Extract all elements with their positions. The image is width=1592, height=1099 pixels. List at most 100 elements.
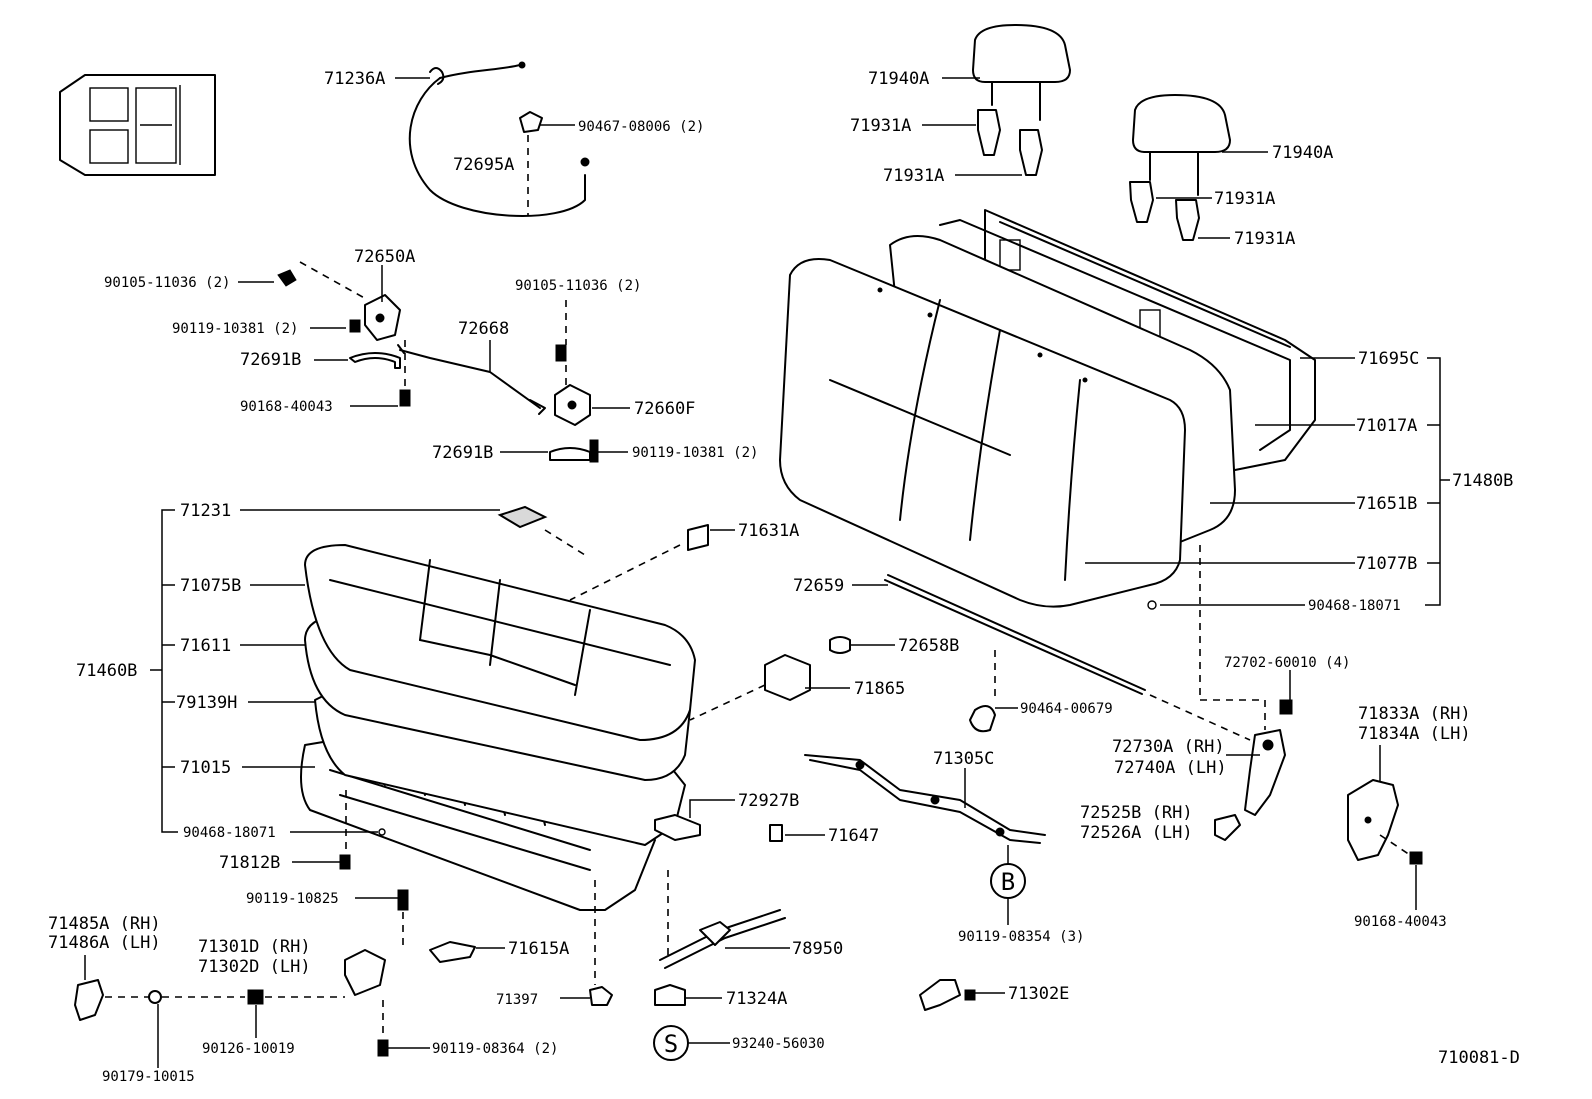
diagram-id: 710081-D — [1438, 1048, 1520, 1068]
label-71301d: 71301D (RH) — [198, 937, 311, 957]
label-71631a: 71631A — [738, 521, 799, 541]
label-90168-40043-a: 90168-40043 — [240, 399, 333, 415]
label-72525b: 72525B (RH) — [1080, 803, 1193, 823]
lock-72660f — [549, 300, 599, 463]
label-93240-56030: 93240-56030 — [732, 1036, 825, 1052]
label-71017a: 71017A — [1356, 416, 1417, 436]
clip-90464-00679 — [969, 650, 996, 733]
strap-78950 — [659, 870, 786, 969]
cap-71647 — [769, 824, 783, 842]
label-71611: 71611 — [180, 636, 231, 656]
label-79139h: 79139H — [176, 693, 237, 713]
label-71305c: 71305C — [933, 749, 994, 769]
label-71397: 71397 — [496, 992, 538, 1008]
label-72927b: 72927B — [738, 791, 799, 811]
label-90168-40043-b: 90168-40043 — [1354, 914, 1447, 930]
label-90105-11036-b: 90105-11036 (2) — [515, 278, 641, 294]
label-90468-18071-b: 90468-18071 — [183, 825, 276, 841]
cushion-clip-71631a — [569, 524, 709, 601]
hinge-71301d — [344, 949, 386, 996]
label-72702-60010: 72702-60010 (4) — [1224, 655, 1350, 671]
label-71940a-a: 71940A — [868, 69, 929, 89]
label-71324a: 71324A — [726, 989, 787, 1009]
label-71834a: 71834A (LH) — [1358, 724, 1471, 744]
headrest-71940a-right — [1129, 94, 1231, 241]
label-72691b-b: 72691B — [432, 443, 493, 463]
label-71486a: 71486A (LH) — [48, 933, 161, 953]
seat-cushion-cover-71075b — [304, 544, 696, 741]
label-71931a-c: 71931A — [1214, 189, 1275, 209]
vehicle-locator-icon — [59, 74, 216, 176]
label-71931a-a: 71931A — [850, 116, 911, 136]
cover-72525b — [1214, 814, 1241, 841]
cover-71833a — [1347, 779, 1423, 865]
label-72660f: 72660F — [634, 399, 695, 419]
label-90119-08354: 90119-08354 (3) — [958, 929, 1084, 945]
cable-71305c — [804, 754, 1046, 844]
label-71231: 71231 — [180, 501, 231, 521]
label-90119-10825: 90119-10825 — [246, 891, 339, 907]
label-71812b: 71812B — [219, 853, 280, 873]
label-71077b: 71077B — [1356, 554, 1417, 574]
bolt-90119-10825 — [397, 889, 409, 945]
bolt-90119-08364 — [377, 1039, 389, 1057]
leader-lines — [84, 77, 1450, 1068]
bolt-90126-10019 — [247, 989, 264, 1005]
label-90179-10015: 90179-10015 — [102, 1069, 195, 1085]
label-71833a: 71833A (RH) — [1358, 704, 1471, 724]
label-78950: 78950 — [792, 939, 843, 959]
callout-s — [653, 1025, 689, 1061]
label-90468-18071-a: 90468-18071 — [1308, 598, 1401, 614]
label-71302d: 71302D (LH) — [198, 957, 311, 977]
label-71651b: 71651B — [1356, 494, 1417, 514]
label-90119-10381-a: 90119-10381 (2) — [172, 321, 298, 337]
lock-bracket-72650a — [277, 261, 411, 407]
lock-rod-72668 — [397, 344, 546, 415]
label-71015: 71015 — [180, 758, 231, 778]
hinge-72730a — [1149, 694, 1293, 816]
cover-71865 — [689, 654, 811, 721]
headrest-71940a-left — [972, 24, 1071, 176]
clip-71397 — [589, 986, 613, 1006]
label-71460b: 71460B — [76, 661, 137, 681]
label-71480b: 71480B — [1452, 471, 1513, 491]
label-71302e: 71302E — [1008, 984, 1069, 1004]
label-90464-00679: 90464-00679 — [1020, 701, 1113, 717]
label-71075b: 71075B — [180, 576, 241, 596]
cap-72658b — [829, 636, 851, 654]
label-90119-08364: 90119-08364 (2) — [432, 1041, 558, 1057]
rod-72659 — [884, 574, 1146, 695]
label-71865: 71865 — [854, 679, 905, 699]
callout-b-label: B — [1001, 868, 1015, 896]
label-71931a-b: 71931A — [883, 166, 944, 186]
cap-71324a — [654, 984, 686, 1006]
label-90467-08006: 90467-08006 (2) — [578, 119, 704, 135]
label-90105-11036-a: 90105-11036 (2) — [104, 275, 230, 291]
label-72526a: 72526A (LH) — [1080, 823, 1193, 843]
cover-71615a — [429, 941, 476, 963]
label-72730a: 72730A (RH) — [1112, 737, 1225, 757]
callout-b — [990, 863, 1026, 899]
label-71236a: 71236A — [324, 69, 385, 89]
bolt-71302e — [919, 979, 976, 1011]
label-72658b: 72658B — [898, 636, 959, 656]
label-71695c: 71695C — [1358, 349, 1419, 369]
seat-back-cover-71077b — [779, 258, 1186, 608]
clip-90179-10015 — [148, 990, 162, 1004]
label-72668: 72668 — [458, 319, 509, 339]
label-71647: 71647 — [828, 826, 879, 846]
cushion-bracket-71231 — [497, 505, 586, 556]
label-90126-10019: 90126-10019 — [202, 1041, 295, 1057]
release-cable-72695a — [408, 61, 590, 218]
label-71485a: 71485A (RH) — [48, 914, 161, 934]
label-71931a-d: 71931A — [1234, 229, 1295, 249]
callout-s-label: S — [664, 1030, 678, 1058]
label-72650a: 72650A — [354, 247, 415, 267]
label-72659: 72659 — [793, 576, 844, 596]
label-71940a-b: 71940A — [1272, 143, 1333, 163]
label-90119-10381-b: 90119-10381 (2) — [632, 445, 758, 461]
label-72695a: 72695A — [453, 155, 514, 175]
label-71615a: 71615A — [508, 939, 569, 959]
hinge-cover-72927b — [654, 814, 701, 841]
